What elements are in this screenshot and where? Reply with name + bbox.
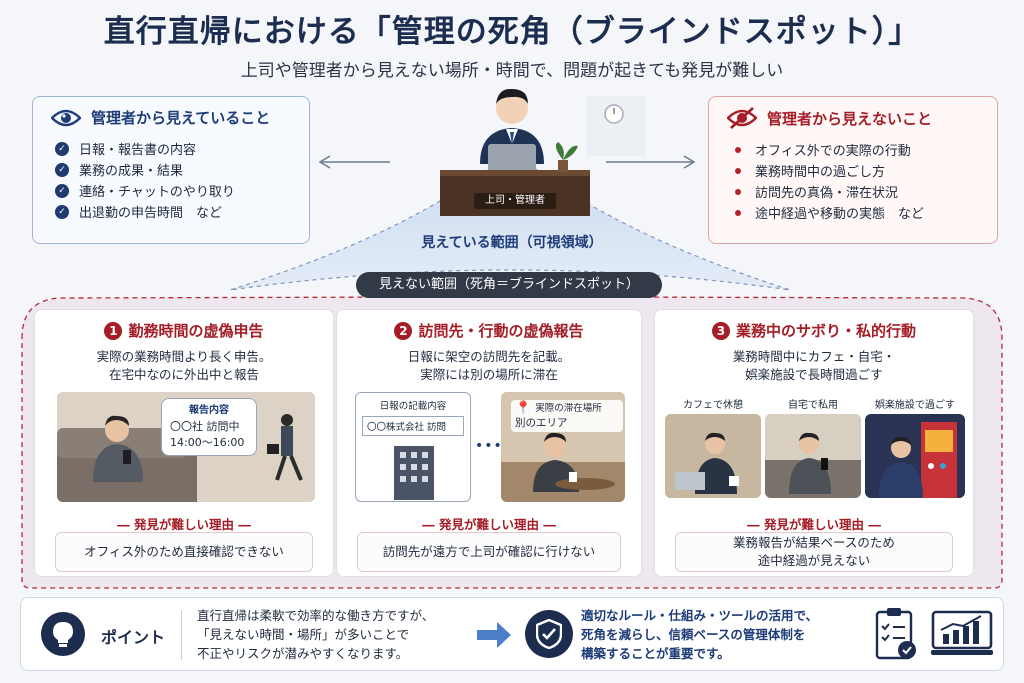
list-item: 途中経過や移動の実態 など — [731, 202, 997, 223]
photo-arcade — [865, 414, 965, 498]
desc-line: 業務時間中にカフェ・自宅・ — [732, 349, 896, 364]
report-card-title: 日報の記載内容 — [379, 401, 447, 412]
manager-desk-label: 上司・管理者 — [474, 193, 556, 209]
desc-line: 娯楽施設で長時間過ごす — [745, 367, 883, 382]
list-item: ✓連絡・チャットのやり取り — [55, 180, 309, 201]
bullet-icon — [735, 146, 741, 153]
building-icon — [394, 446, 434, 500]
lightbulb-icon — [41, 612, 85, 656]
panel-description: 日報に架空の訪問先を記載。 実際には別の場所に滞在 — [337, 348, 641, 384]
point-label: ポイント — [101, 628, 166, 647]
panel-description: 業務時間中にカフェ・自宅・ 娯楽施設で長時間過ごす — [655, 348, 973, 384]
page-subtitle: 上司や管理者から見えない場所・時間で、問題が起きても発見が難しい — [240, 61, 784, 81]
reason-label: ― 発見が難しい理由 ― — [422, 517, 556, 532]
bullet-icon — [735, 209, 741, 216]
scene-label: 娯楽施設で過ごす — [874, 400, 956, 411]
reason-text: オフィス外のため直接確認できない — [55, 532, 313, 572]
desc-line: 在宅中なのに外出中と報告 — [108, 367, 259, 382]
photo-home-private — [765, 414, 861, 498]
bubble-title: 報告内容 — [189, 405, 229, 416]
photo-cafe-break — [665, 414, 761, 498]
eye-icon — [51, 109, 81, 126]
check-icon: ✓ — [55, 183, 69, 198]
reason-label: ― 発見が難しい理由 ― — [747, 517, 881, 532]
desc-line: 実際の業務時間より長く申告。 — [96, 349, 272, 364]
number-badge: 1 — [104, 322, 123, 340]
list-item: 業務時間中の過ごし方 — [731, 160, 997, 181]
visible-things-card: 管理者から見えていること ✓日報・報告書の内容 ✓業務の成果・結果 ✓連絡・チャ… — [32, 96, 310, 244]
list-item: オフィス外での実際の行動 — [731, 139, 997, 160]
visible-cone — [229, 149, 791, 291]
list-item: 訪問先の真偽・滞在状況 — [731, 181, 997, 202]
bubble-line: 〇〇社 訪問中 — [170, 420, 240, 433]
panel-description: 実際の業務時間より長く申告。 在宅中なのに外出中と報告 — [35, 348, 333, 384]
bubble-line: 14:00〜16:00 — [170, 436, 245, 449]
invisible-title: 管理者から見えないこと — [767, 109, 933, 128]
panel-title: 勤務時間の虚偽申告 — [128, 322, 264, 340]
list-item: ✓業務の成果・結果 — [55, 159, 309, 180]
invisible-things-card: 管理者から見えないこと オフィス外での実際の行動 業務時間中の過ごし方 訪問先の… — [708, 96, 998, 244]
check-icon: ✓ — [55, 204, 69, 219]
manager-illustration — [440, 88, 590, 216]
list-item: ✓出退勤の申告時間 など — [55, 201, 309, 222]
report-card: 日報の記載内容 〇〇株式会社 訪問 — [355, 392, 471, 502]
visible-range-label: 見えている範囲（可視領域） — [421, 235, 603, 251]
number-badge: 3 — [711, 322, 730, 340]
desc-line: 実際には別の場所に滞在 — [420, 367, 558, 382]
blind-spot-label: 見えない範囲（死角＝ブラインドスポット） — [356, 272, 662, 298]
arrow-right-icon — [477, 622, 511, 648]
scene-label: 自宅で私用 — [788, 400, 838, 411]
bullet-icon — [735, 188, 741, 195]
report-card-line: 〇〇株式会社 訪問 — [362, 416, 464, 436]
desc-line: 日報に架空の訪問先を記載。 — [407, 349, 571, 364]
point-text: 直行直帰は柔軟で効率的な働き方ですが、 「見えない時間・場所」が多いことで 不正… — [197, 608, 435, 661]
check-icon: ✓ — [55, 162, 69, 177]
reason-text: 訪問先が遠方で上司が確認に行けない — [357, 532, 621, 572]
page-title: 直行直帰における「管理の死角（ブラインドスポット）」 — [103, 14, 921, 50]
panel-false-hours: 1 勤務時間の虚偽申告 実際の業務時間より長く申告。 在宅中なのに外出中と報告 報… — [34, 309, 334, 577]
clock-icon — [586, 96, 646, 156]
reason-text: 業務報告が結果ベースのため 途中経過が見えない — [675, 532, 953, 572]
panel-title: 業務中のサボり・私的行動 — [735, 322, 916, 340]
actual-location-tag: 📍 実際の滞在場所 別のエリア — [511, 400, 623, 432]
eye-slash-icon — [727, 107, 757, 129]
bullet-icon — [735, 167, 741, 174]
panel-title: 訪問先・行動の虚偽報告 — [418, 322, 584, 340]
location-pin-icon: 📍 — [515, 401, 532, 416]
checklist-icon — [875, 608, 916, 660]
report-bubble: 報告内容 〇〇社 訪問中 14:00〜16:00 — [161, 398, 257, 456]
divider — [181, 610, 182, 660]
panel-false-visits: 2 訪問先・行動の虚偽報告 日報に架空の訪問先を記載。 実際には別の場所に滞在 日… — [336, 309, 642, 577]
bottom-point-bar: ポイント 直行直帰は柔軟で効率的な働き方ですが、 「見えない時間・場所」が多いこ… — [20, 597, 1004, 671]
reason-label: ― 発見が難しい理由 ― — [117, 517, 251, 532]
check-icon: ✓ — [55, 141, 69, 156]
scene-label: カフェで休憩 — [683, 400, 743, 411]
solution-text: 適切なルール・仕組み・ツールの活用で、 死角を減らし、信頼ベースの管理体制を 構… — [581, 608, 819, 661]
shield-icon — [525, 610, 573, 658]
chart-monitor-icon — [931, 610, 993, 655]
visible-title: 管理者から見えていること — [91, 109, 271, 127]
list-item: ✓日報・報告書の内容 — [55, 138, 309, 159]
number-badge: 2 — [394, 322, 413, 340]
